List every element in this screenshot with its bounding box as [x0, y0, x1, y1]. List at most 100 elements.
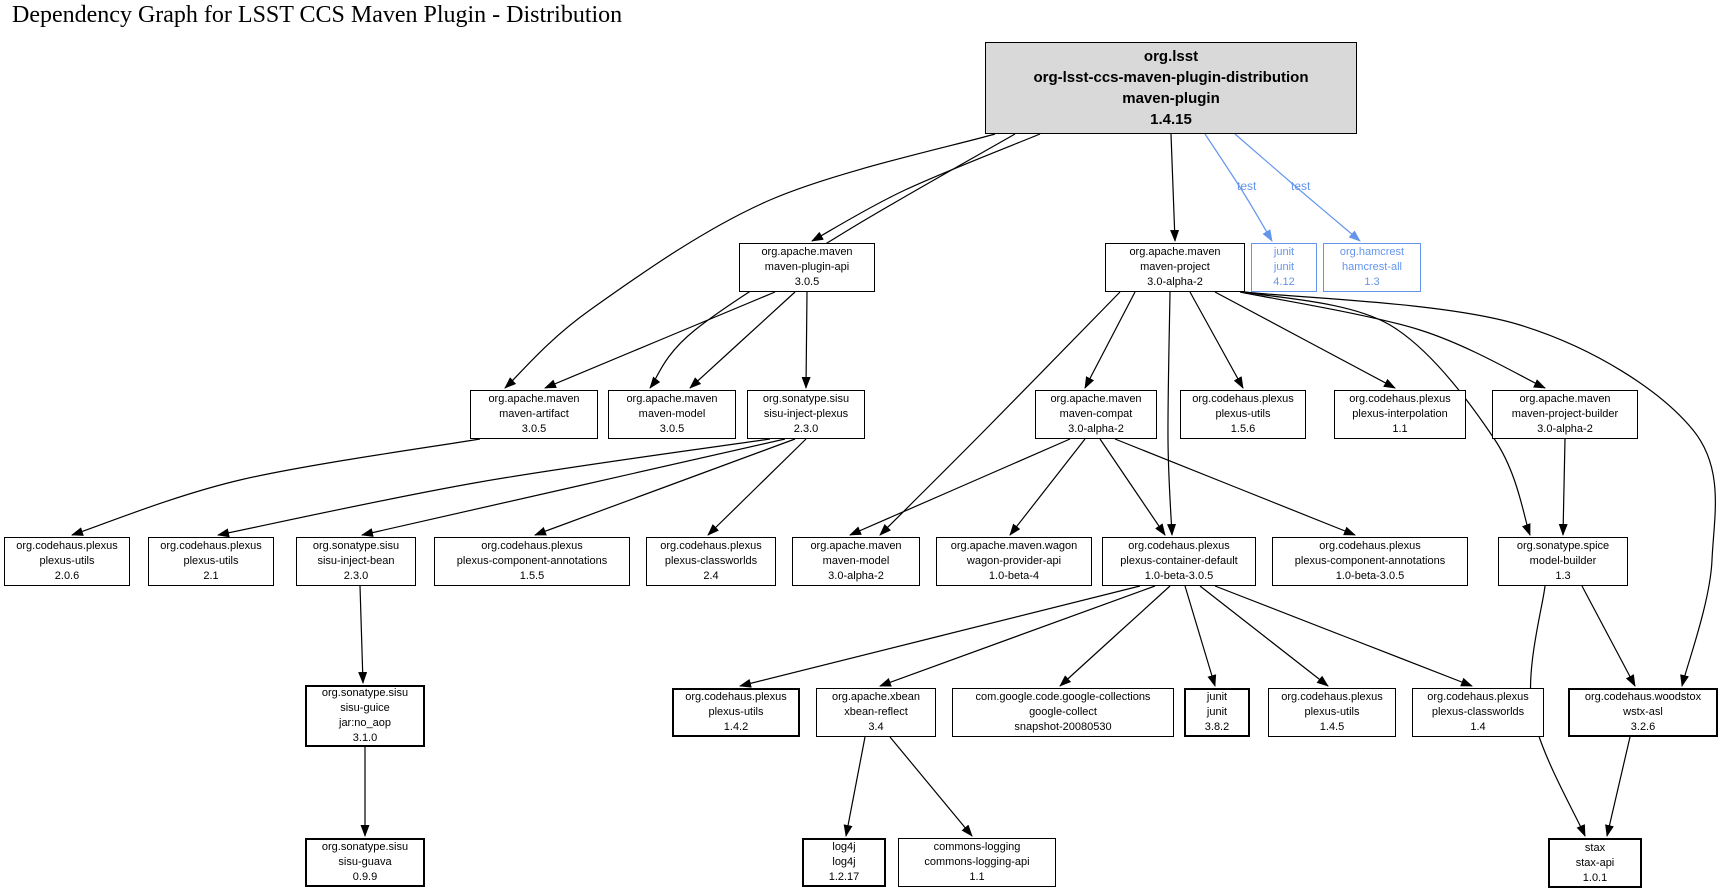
node-label-line: maven-model: [822, 555, 890, 567]
node-label-line: org.codehaus.plexus: [1349, 393, 1451, 405]
node-label-line: 3.0-alpha-2: [1147, 276, 1203, 288]
node-label-line: org.codehaus.plexus: [160, 540, 262, 552]
node-label-line: org.apache.maven: [626, 393, 718, 405]
edge-inject_bean-to-guice: [358, 585, 368, 684]
node-label-line: sisu-guava: [338, 856, 392, 868]
node-label-line: 3.8.2: [1204, 721, 1230, 733]
edge-container-to-xbean: [879, 585, 1156, 687]
edge-root-to-junit4: [1204, 133, 1273, 242]
node-label-line: 2.3.0: [793, 423, 819, 435]
node-label-line: 1.0.1: [1582, 871, 1608, 884]
node-label-line: snapshot-20080530: [1014, 721, 1112, 733]
node-label-line: stax-api: [1575, 856, 1615, 869]
node-label-line: org.apache.maven: [810, 540, 902, 552]
edge-project-to-container: [1167, 291, 1177, 536]
edge-root-to-project: [1170, 133, 1180, 242]
node-label-line: maven-compat: [1059, 408, 1133, 420]
node-label-line: junit: [1206, 706, 1228, 718]
node-label-line: org.sonatype.sisu: [762, 393, 850, 405]
graph-node-utils156: org.codehaus.plexus plexus-utils 1.5.6: [1180, 390, 1306, 439]
node-label-line: wagon-provider-api: [966, 555, 1062, 567]
node-label-line: commons-logging: [933, 841, 1021, 853]
node-label-line: plexus-utils: [39, 555, 95, 567]
edge-plugin_api-to-sisu_plexus: [801, 291, 811, 389]
node-label-line: org.apache.maven: [488, 393, 580, 405]
edge-label-root-to-junit4: test: [1237, 179, 1257, 193]
node-label-line: org.lsst: [1143, 48, 1199, 65]
node-label-line: maven-plugin: [1122, 90, 1220, 107]
graph-node-model305: org.apache.maven maven-model 3.0.5: [608, 390, 736, 439]
edge-root-to-hamcrest: [1234, 133, 1361, 242]
node-label-line: 2.0.6: [54, 570, 80, 582]
node-label-line: maven-project-builder: [1511, 408, 1619, 420]
edge-project-to-utils156: [1189, 291, 1244, 389]
node-label-line: 1.0-beta-3.0.5: [1144, 570, 1214, 582]
node-label-line: plexus-classworlds: [1431, 706, 1525, 718]
node-label-line: org.codehaus.plexus: [1427, 691, 1529, 703]
node-label-line: plexus-utils: [1304, 706, 1360, 718]
edge-project-to-interp: [1214, 291, 1396, 389]
edge-sisu_plexus-to-annot155: [534, 438, 796, 536]
node-label-line: 3.0.5: [659, 423, 685, 435]
edge-compat-to-wagon: [1009, 438, 1086, 536]
node-label-line: 3.0-alpha-2: [828, 570, 884, 582]
node-label-line: maven-project: [1140, 261, 1210, 273]
graph-node-stax: stax stax-api 1.0.1: [1548, 838, 1642, 888]
edge-project-to-compat: [1084, 291, 1136, 389]
edge-container-to-utils145: [1199, 585, 1329, 687]
graph-node-sisu_plexus: org.sonatype.sisu sisu-inject-plexus 2.3.0: [747, 390, 865, 439]
node-label-line: xbean-reflect: [844, 706, 908, 718]
node-label-line: commons-logging-api: [924, 856, 1030, 868]
node-label-line: org.codehaus.plexus: [1192, 393, 1294, 405]
graph-node-utils206: org.codehaus.plexus plexus-utils 2.0.6: [4, 537, 130, 586]
node-label-line: plexus-component-annotations: [1294, 555, 1446, 567]
node-label-line: stax: [1584, 841, 1606, 854]
node-label-line: 1.3: [1555, 570, 1571, 582]
node-label-line: 2.4: [703, 570, 719, 582]
page-title: Dependency Graph for LSST CCS Maven Plug…: [12, 2, 623, 28]
node-label-line: 1.5.6: [1230, 423, 1256, 435]
node-label-line: plexus-utils: [708, 706, 764, 718]
node-label-line: 3.0.5: [521, 423, 547, 435]
edge-container-to-google: [1059, 585, 1171, 687]
node-label-line: sisu-inject-plexus: [763, 408, 849, 420]
node-label-line: maven-plugin-api: [764, 261, 850, 273]
node-label-line: org.codehaus.plexus: [16, 540, 118, 552]
edge-plugin_api-to-artifact: [544, 291, 776, 389]
node-label-line: 2.1: [203, 570, 219, 582]
node-label-line: org.codehaus.plexus: [685, 691, 787, 703]
node-label-line: plexus-utils: [1215, 408, 1271, 420]
node-label-line: 1.2.17: [828, 871, 860, 883]
node-label-line: junit: [1273, 261, 1295, 273]
node-label-line: 3.0.5: [794, 276, 820, 288]
edge-container-to-classworlds14: [1214, 585, 1473, 687]
edge-sisu_plexus-to-inject_bean: [361, 438, 786, 537]
node-label-line: 3.4: [868, 721, 884, 733]
node-label-line: org.hamcrest: [1339, 246, 1405, 258]
node-label-line: org.sonatype.sisu: [312, 540, 400, 552]
edge-xbean-to-commons: [889, 736, 973, 837]
node-label-line: org.sonatype.spice: [1516, 540, 1610, 552]
node-label-line: org.codehaus.woodstox: [1584, 691, 1702, 703]
node-label-line: org.apache.maven: [1519, 393, 1611, 405]
node-label-line: maven-model: [638, 408, 706, 420]
graph-node-model3a2: org.apache.maven maven-model 3.0-alpha-2: [792, 537, 920, 586]
node-label-line: jar:no_aop: [339, 717, 391, 729]
node-label-line: wstx-asl: [1623, 706, 1663, 718]
edge-sisu_plexus-to-utils21: [217, 438, 771, 538]
node-label-line: 1.1: [1392, 423, 1408, 435]
node-label-line: sisu-guice: [340, 702, 390, 714]
